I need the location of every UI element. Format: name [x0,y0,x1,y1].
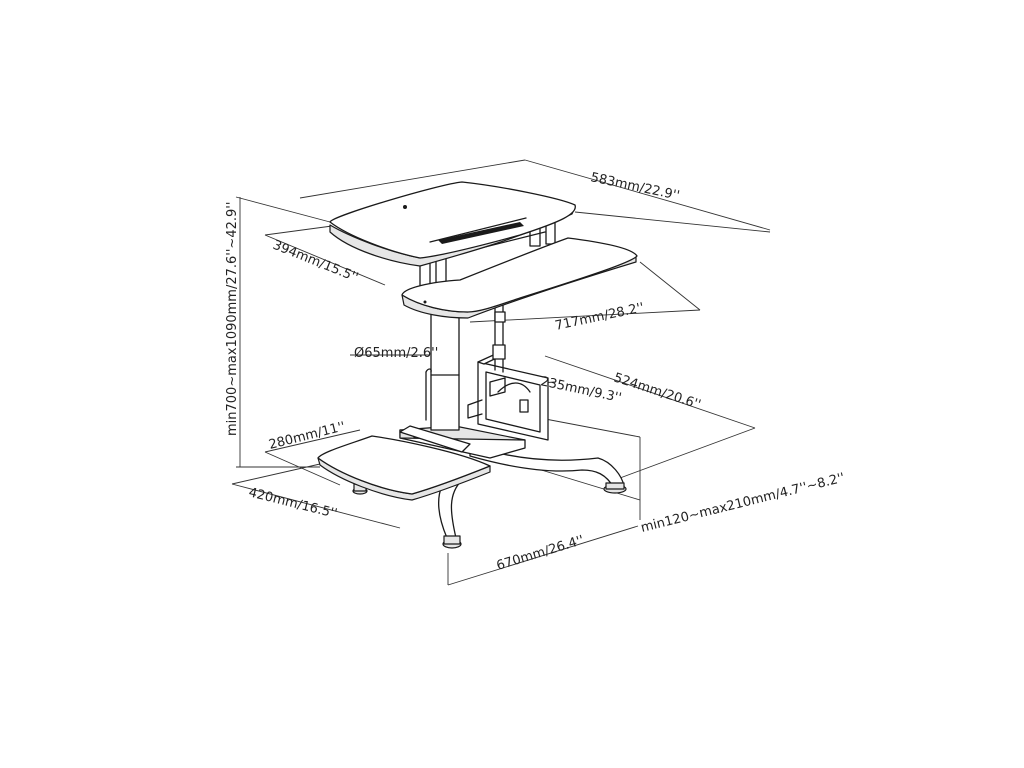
keyboard-tray-width-label: 717mm/28.2'' [554,300,646,334]
overall-height-label: min700~max1090mm/27.6''~42.9'' [225,202,240,436]
cpu-holder [467,299,549,441]
base-width-label: 670mm/26.4'' [495,533,586,574]
top-tray [329,181,576,289]
mouse-tray [317,425,491,501]
top-tray-depth-label: 394mm/15.5'' [271,238,361,286]
top-tray-width-label: 583mm/22.9'' [589,170,681,204]
cpu-holder-height-label: min120~max210mm/4.7''~8.2'' [639,471,846,536]
mouse-tray-width-label: 420mm/16.5'' [247,485,339,521]
column-diameter-label: Ø65mm/2.6'' [354,346,438,361]
column [425,304,460,431]
keyboard-tray [401,237,638,319]
mouse-tray-depth-label: 280mm/11'' [267,419,347,452]
cpu-holder-width-label: 235mm/9.3'' [539,374,623,406]
base-depth-label: 524mm/20.6'' [612,371,703,413]
